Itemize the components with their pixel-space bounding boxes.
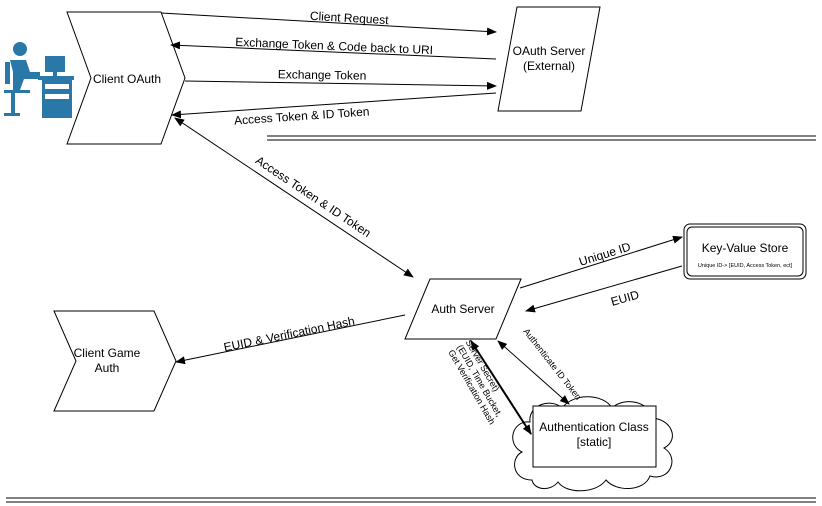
edge-euid-verification-label: EUID & Verification Hash bbox=[222, 314, 355, 355]
client-game-auth-label-2: Auth bbox=[95, 361, 120, 375]
edge-client-request: Client Request bbox=[160, 9, 497, 36]
auth-server-label: Auth Server bbox=[431, 302, 494, 316]
section-divider-bottom bbox=[6, 497, 816, 503]
oauth-server-node: OAuth Server (External) bbox=[497, 6, 601, 112]
edge-euid-verification: EUID & Verification Hash bbox=[175, 314, 406, 365]
edge-access-id-token-2-label: Access Token & ID Token bbox=[253, 153, 374, 240]
authentication-class-node: Authentication Class [static] bbox=[512, 396, 673, 492]
edge-client-request-label: Client Request bbox=[310, 9, 390, 27]
authentication-class-label-2: [static] bbox=[577, 435, 612, 449]
edge-unique-id-label: Unique ID bbox=[577, 239, 632, 268]
client-oauth-node: Client OAuth bbox=[66, 11, 186, 145]
edge-euid-label: EUID bbox=[609, 287, 641, 308]
client-game-auth-label-1: Client Game bbox=[74, 346, 141, 360]
section-divider-upper bbox=[267, 135, 816, 141]
edge-exchange-token: Exchange Token bbox=[184, 67, 497, 90]
oauth-server-label-1: OAuth Server bbox=[513, 44, 586, 58]
edge-get-verification-hash: Get Verification Hash (EUID, Time Bucket… bbox=[446, 338, 532, 435]
key-value-store-node: Key-Value Store Unique ID-> [EUID, Acces… bbox=[683, 223, 807, 280]
key-value-store-label: Key-Value Store bbox=[702, 241, 789, 255]
edge-authenticate-id-token-label: Authenticate ID Token bbox=[521, 326, 583, 401]
edge-access-id-token-1: Access Token & ID Token bbox=[171, 92, 497, 128]
client-oauth-label: Client OAuth bbox=[93, 72, 161, 86]
edge-exchange-back-label: Exchange Token & Code back to URI bbox=[235, 35, 433, 57]
edge-authenticate-id-token: Authenticate ID Token bbox=[497, 326, 583, 405]
authentication-class-label-1: Authentication Class bbox=[539, 420, 648, 434]
auth-server-node: Auth Server bbox=[404, 278, 522, 340]
user-at-computer-icon bbox=[4, 42, 74, 118]
edge-access-id-token-2: Access Token & ID Token bbox=[174, 117, 414, 278]
edge-unique-id: Unique ID bbox=[519, 235, 683, 289]
edge-exchange-back: Exchange Token & Code back to URI bbox=[170, 35, 497, 60]
client-game-auth-node: Client Game Auth bbox=[53, 310, 177, 412]
edge-exchange-token-label: Exchange Token bbox=[278, 67, 367, 82]
oauth-server-label-2: (External) bbox=[523, 59, 575, 73]
edge-access-id-token-1-label: Access Token & ID Token bbox=[234, 104, 370, 127]
key-value-store-detail: Unique ID-> [EUID, Access Token, ect] bbox=[698, 263, 793, 269]
edge-euid: EUID bbox=[525, 265, 683, 313]
